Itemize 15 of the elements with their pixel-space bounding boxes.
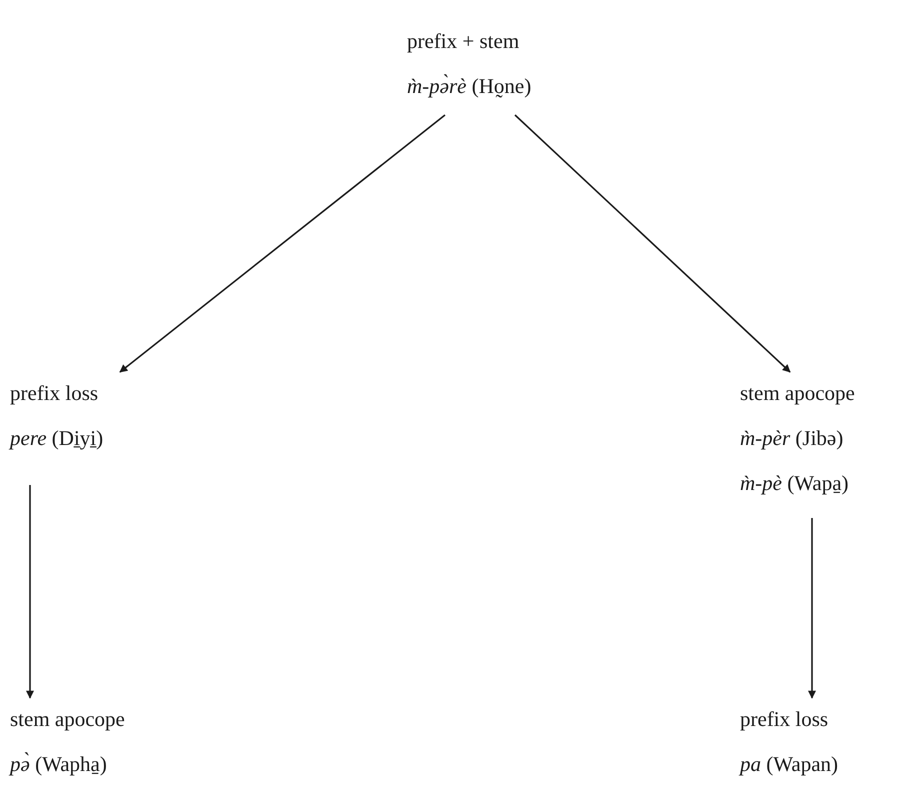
text-label: stem apocope [740,380,855,406]
arrow [808,518,816,699]
text-label: m̀-pè (Wapa̱) [740,470,850,496]
text-label: pere (Di̱yi̱) [10,425,104,451]
arrow [119,114,446,373]
text-label: prefix loss [740,706,830,732]
text-label: pa (Wapan) [740,751,838,777]
text-label: m̀-pə̀rè (Ho̰ne) [407,73,532,99]
text-label: prefix + stem [407,28,520,54]
arrow [26,485,34,699]
text-label: m̀-pèr (Jibə) [740,425,844,451]
text-label: prefix loss [10,380,100,406]
text-label: pə̀ (Wapha̱) [10,751,108,777]
text-label: stem apocope [10,706,125,732]
arrow [514,114,791,373]
